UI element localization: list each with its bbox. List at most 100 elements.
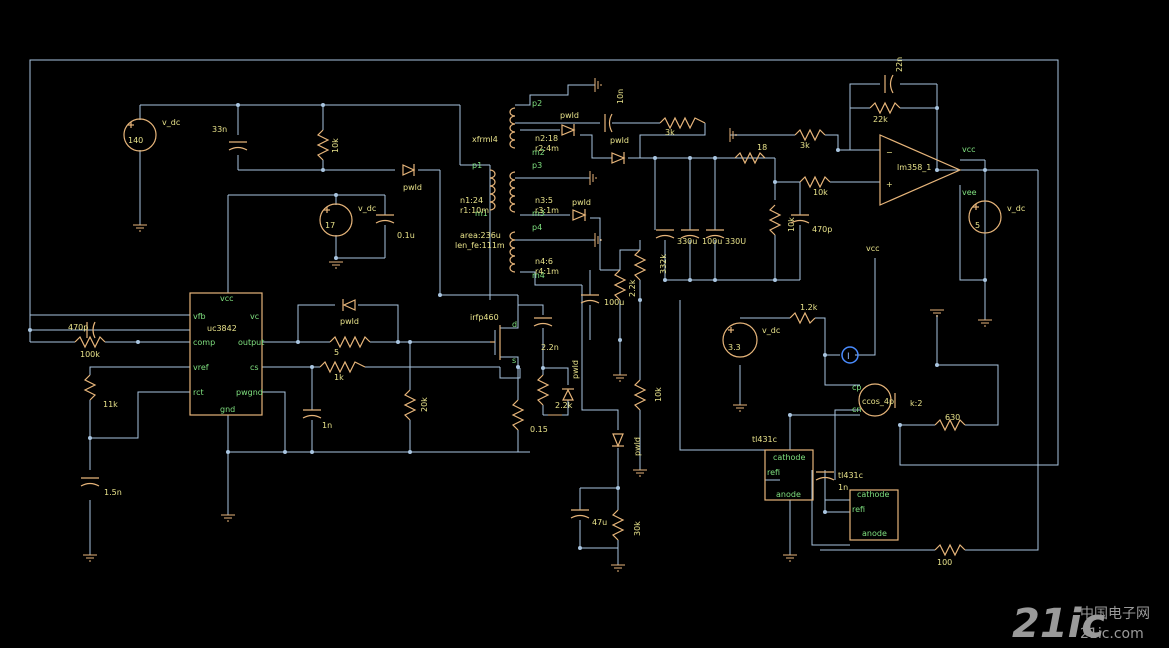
svg-text:v_dc: v_dc <box>1007 204 1025 213</box>
svg-text:lm358_1: lm358_1 <box>897 163 931 172</box>
svg-text:0.15: 0.15 <box>530 425 548 434</box>
diode-pwld-7: pwld <box>612 433 642 456</box>
svg-text:irfp460: irfp460 <box>470 313 499 322</box>
svg-text:pwld: pwld <box>340 317 359 326</box>
resistor-30k: 30k <box>611 509 642 541</box>
junction-dots <box>28 103 987 550</box>
capacitor-47u: 47u <box>570 509 607 527</box>
capacitor-22n-top: 22n <box>884 57 904 94</box>
svg-text:10k: 10k <box>331 138 340 153</box>
resistor-3k-a: 3k <box>659 116 706 137</box>
svg-text:630: 630 <box>945 413 960 422</box>
passive-components: 33n 10k 0.1u pwld 470p 100k 11k 1.5n 5 p… <box>68 57 966 567</box>
svg-text:cp: cp <box>852 383 861 392</box>
svg-text:pwld: pwld <box>572 198 591 207</box>
svg-text:10k: 10k <box>787 217 796 232</box>
svg-text:10k: 10k <box>813 188 828 197</box>
svg-text:r1:10m: r1:10m <box>460 206 489 215</box>
capacitor-2-2n: 2.2n <box>533 317 559 352</box>
svg-text:100k: 100k <box>80 350 100 359</box>
svg-text:100u: 100u <box>702 237 722 246</box>
svg-text:vfb: vfb <box>193 312 206 321</box>
voltage-source-140: 140 v_dc <box>123 118 180 152</box>
svg-text:r2:4m: r2:4m <box>535 144 559 153</box>
svg-text:100u: 100u <box>604 298 624 307</box>
svg-text:21ic: 21ic <box>1012 601 1105 647</box>
svg-text:anode: anode <box>862 529 887 538</box>
svg-text:m3: m3 <box>532 209 545 218</box>
capacitor-1n: 1n <box>302 409 332 430</box>
ground-symbols <box>83 78 992 572</box>
voltage-source-5: 5 v_dc <box>968 200 1025 234</box>
svg-text:refi: refi <box>852 505 865 514</box>
wires <box>29 59 1059 565</box>
svg-text:refi: refi <box>767 468 780 477</box>
svg-text:vcc: vcc <box>962 145 976 154</box>
svg-text:47u: 47u <box>592 518 607 527</box>
svg-text:vref: vref <box>193 363 209 372</box>
svg-text:332k: 332k <box>659 254 668 274</box>
resistor-1k: 1k <box>319 360 366 382</box>
svg-text:k:2: k:2 <box>910 399 922 408</box>
svg-text:cn: cn <box>852 405 861 414</box>
capacitor-470p-b: 470p <box>790 214 832 234</box>
capacitor-10n: 10n <box>604 89 625 133</box>
tl431-shunt-1: tl431c cathode refi anode <box>752 435 814 501</box>
resistor-2-2k-b: 2.2k <box>613 269 637 301</box>
resistor-3k-b: 3k <box>794 128 826 150</box>
voltage-source-3v3: 3.3 v_dc <box>722 322 780 358</box>
svg-text:v_dc: v_dc <box>762 326 780 335</box>
svg-text:uc3842: uc3842 <box>207 324 237 333</box>
svg-text:p4: p4 <box>532 223 542 232</box>
resistor-0-15: 0.15 <box>511 399 548 434</box>
svg-text:30k: 30k <box>633 521 642 536</box>
resistor-2-2k-snubber: 2.2k <box>536 374 573 410</box>
tl431-shunt-2: tl431c cathode refi anode <box>838 471 899 541</box>
resistor-332k: 332k <box>633 249 668 281</box>
svg-text:2.2k: 2.2k <box>628 279 637 297</box>
svg-text:output: output <box>238 338 264 347</box>
svg-text:3.3: 3.3 <box>728 343 741 352</box>
svg-text:22k: 22k <box>873 115 888 124</box>
svg-text:v_dc: v_dc <box>358 204 376 213</box>
resistor-5: 5 <box>329 335 371 357</box>
opamp-lm358: − + lm358_1 vcc vee <box>879 134 977 206</box>
svg-text:pwld: pwld <box>633 437 642 456</box>
svg-text:cathode: cathode <box>773 453 805 462</box>
diode-pwld-6: pwld <box>572 198 591 221</box>
svg-text:中国电子网: 中国电子网 <box>1080 606 1150 622</box>
svg-text:5: 5 <box>975 221 980 230</box>
diode-pwld-1: pwld <box>402 164 422 192</box>
svg-text:anode: anode <box>776 490 801 499</box>
svg-text:pwld: pwld <box>403 183 422 192</box>
transformer-xfrml4: xfrml4 p1 p2 m2 p3 m3 p4 m4 m1 n1:24 r1:… <box>455 99 559 280</box>
svg-text:17: 17 <box>325 221 335 230</box>
svg-text:pwld: pwld <box>571 360 580 379</box>
svg-text:xfrml4: xfrml4 <box>472 135 498 144</box>
resistor-11k: 11k <box>83 374 118 409</box>
svg-text:area:236u: area:236u <box>460 231 501 240</box>
svg-text:rct: rct <box>193 388 204 397</box>
svg-text:1k: 1k <box>334 373 344 382</box>
svg-text:18: 18 <box>757 143 767 152</box>
current-probe: I <box>841 346 859 364</box>
svg-text:pwld: pwld <box>560 111 579 120</box>
svg-text:m2: m2 <box>532 148 545 157</box>
svg-text:vee: vee <box>962 188 977 197</box>
svg-text:gnd: gnd <box>220 405 235 414</box>
capacitor-0-1u: 0.1u <box>375 214 415 240</box>
resistor-20k: 20k <box>403 389 429 421</box>
resistor-630: 630 <box>934 413 966 432</box>
svg-text:pwgnd: pwgnd <box>236 388 263 397</box>
resistor-100k: 100k <box>74 335 106 359</box>
svg-text:vc: vc <box>250 312 259 321</box>
capacitor-33n: 33n <box>212 125 248 151</box>
svg-text:11k: 11k <box>103 400 118 409</box>
svg-text:p1: p1 <box>472 161 482 170</box>
capacitor-330u-b: 330U <box>705 229 746 246</box>
svg-text:p2: p2 <box>532 99 542 108</box>
svg-text:1n: 1n <box>838 483 848 492</box>
svg-text:d: d <box>512 320 517 329</box>
svg-text:m1: m1 <box>475 209 488 218</box>
